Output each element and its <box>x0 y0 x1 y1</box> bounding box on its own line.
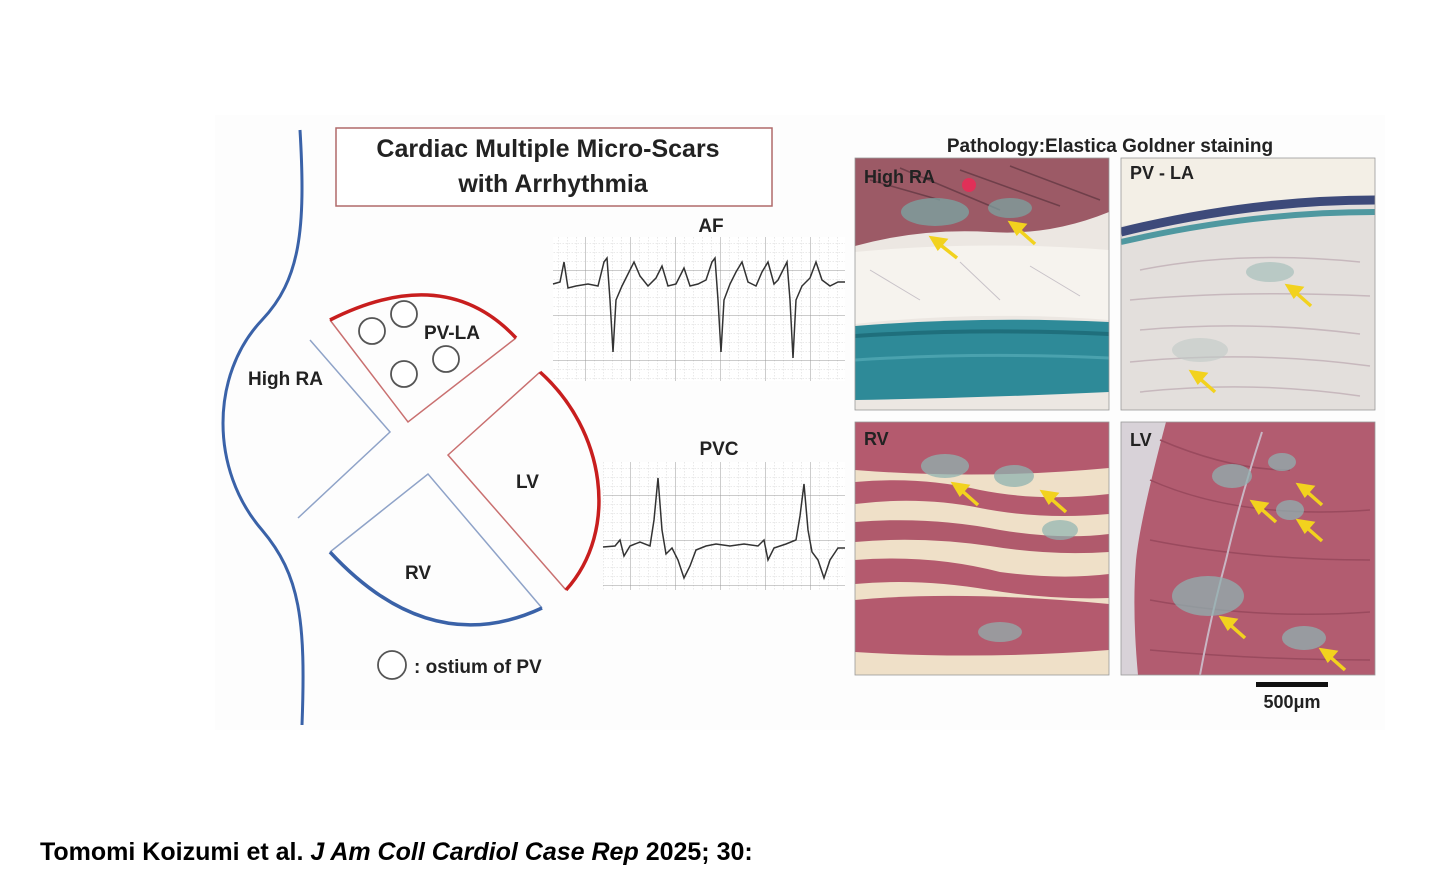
pv-ostium-circle <box>358 317 386 345</box>
panel-label-lv: LV <box>1130 430 1152 450</box>
legend-text: : ostium of PV <box>414 657 542 678</box>
panel-label-high-ra: High RA <box>864 167 935 187</box>
ecg-af-trace <box>552 255 845 359</box>
label-lv: LV <box>516 472 539 493</box>
heart-schematic: High RA PV-LA LV RV : ostium of PV <box>221 129 601 726</box>
ecg-af: AF <box>552 216 845 381</box>
ecg-pvc-label: PVC <box>699 439 738 460</box>
citation-authors: Tomomi Koizumi et al. <box>40 838 304 866</box>
citation-details: 2025; 30: <box>645 838 753 866</box>
label-rv: RV <box>405 563 431 584</box>
lv-arc <box>538 370 601 592</box>
lv-sector <box>446 371 567 591</box>
pv-ostium-circle <box>390 360 418 388</box>
title-line-1: Cardiac Multiple Micro-Scars <box>376 135 719 163</box>
scar-arrow-icon <box>1249 499 1278 524</box>
scale-bar-label: 500μm <box>1263 692 1320 712</box>
title-box: Cardiac Multiple Micro-Scars with Arrhyt… <box>335 127 773 207</box>
pathology-title: Pathology:Elastica Goldner staining <box>947 136 1273 157</box>
panel-label-rv: RV <box>864 429 889 449</box>
scar-arrow-icon <box>1007 220 1037 246</box>
rv-arc <box>328 550 543 627</box>
pv-la-arc <box>329 293 518 340</box>
panel-label-pv-la: PV - LA <box>1130 163 1194 183</box>
scar-arrow-icon <box>1188 369 1217 394</box>
pathology-panel-lv <box>1121 422 1375 675</box>
citation-journal: J Am Coll Cardiol Case Rep <box>310 838 639 866</box>
pv-ostium-circle <box>390 300 418 328</box>
label-pv-la: PV-LA <box>424 323 480 344</box>
rv-sector <box>329 472 543 609</box>
scar-arrow-icon <box>1295 518 1324 543</box>
pathology-section: Pathology:Elastica Goldner staining <box>854 136 1376 712</box>
title-line-2: with Arrhythmia <box>457 170 648 198</box>
scar-arrow-icon <box>1039 489 1068 514</box>
scar-arrows <box>928 220 1347 672</box>
pv-la-sector <box>329 319 517 424</box>
citation: Tomomi Koizumi et al. J Am Coll Cardiol … <box>40 838 753 867</box>
scar-arrow-icon <box>1318 647 1347 672</box>
pathology-panel-high-ra <box>855 158 1109 410</box>
scale-bar <box>1256 682 1328 687</box>
pathology-panel-pv-la <box>1121 158 1375 410</box>
ecg-pvc-trace <box>602 477 845 581</box>
scar-arrow-icon <box>950 481 980 507</box>
pathology-panel-rv <box>855 422 1109 675</box>
pv-ostium-circle <box>432 345 460 373</box>
ecg-pvc: PVC <box>602 439 845 590</box>
scar-arrow-icon <box>1218 615 1247 640</box>
scar-arrow-icon <box>928 235 959 260</box>
legend-ostium-circle <box>377 650 407 680</box>
heart-outline-curve <box>221 129 305 726</box>
high-ra-sector <box>297 339 392 519</box>
label-high-ra: High RA <box>248 369 323 390</box>
scar-arrow-icon <box>1284 283 1313 308</box>
ecg-af-label: AF <box>698 216 723 237</box>
scar-arrow-icon <box>1295 482 1324 507</box>
